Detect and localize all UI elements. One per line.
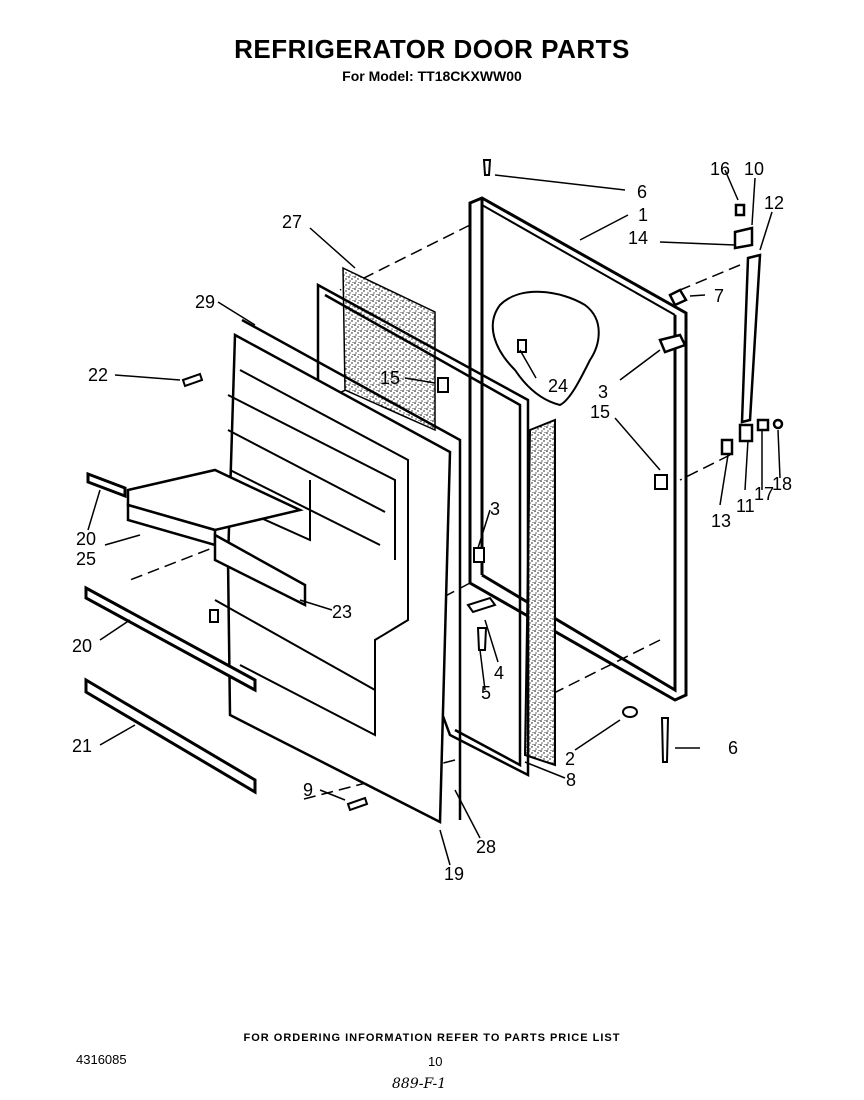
callout-label: 4 <box>494 663 504 683</box>
callout-label: 5 <box>481 683 491 703</box>
callout-label: 29 <box>195 292 215 312</box>
door-bin <box>126 468 304 547</box>
callout-label: 20 <box>72 636 92 656</box>
callout-label: 15 <box>380 368 400 388</box>
insulation-patch <box>491 290 600 407</box>
callout-label: 3 <box>598 382 608 402</box>
document-number: 4316085 <box>76 1052 127 1067</box>
diagram-title: REFRIGERATOR DOOR PARTS <box>234 34 630 64</box>
callout-label: 11 <box>736 496 755 516</box>
callout-label: 13 <box>711 511 731 531</box>
foam-insulation-strip <box>523 418 556 767</box>
liner-shelf-cavity <box>214 369 409 737</box>
handwritten-code: 889-F-1 <box>392 1076 447 1092</box>
callout-leaders <box>87 169 781 866</box>
callout-label: 14 <box>628 228 648 248</box>
callout-label: 21 <box>72 736 92 756</box>
fasteners <box>181 159 670 812</box>
callout-label: 18 <box>772 474 792 494</box>
callout-label: 16 <box>710 159 730 179</box>
door-gasket <box>241 282 530 820</box>
callout-label: 24 <box>548 376 568 396</box>
model-subtitle: For Model: TT18CKXWW00 <box>342 68 522 84</box>
callout-label: 7 <box>714 286 724 306</box>
callout-label: 20 <box>76 529 96 549</box>
page-number: 10 <box>428 1054 443 1069</box>
callout-label: 3 <box>490 499 500 519</box>
callout-label: 2 <box>565 749 575 769</box>
callout-label: 22 <box>88 365 108 385</box>
callout-label: 27 <box>282 212 302 232</box>
ordering-information-note: FOR ORDERING INFORMATION REFER TO PARTS … <box>243 1032 621 1044</box>
callout-label: 6 <box>637 182 647 202</box>
outer-door-panel <box>468 196 688 702</box>
clip-icon <box>517 339 527 353</box>
callout-label: 6 <box>728 738 738 758</box>
callout-label: 9 <box>303 780 313 800</box>
callout-label: 10 <box>744 159 764 179</box>
callout-label: 25 <box>76 549 96 569</box>
callout-label: 28 <box>476 837 496 857</box>
callout-label: 19 <box>444 864 464 884</box>
callout-label: 8 <box>566 770 576 790</box>
callout-label: 12 <box>764 193 784 213</box>
hinge-hardware <box>658 203 784 456</box>
callout-label: 15 <box>590 402 610 422</box>
door-shelf-retainer <box>213 532 307 608</box>
callout-label: 17 <box>754 484 774 504</box>
callout-label: 1 <box>638 205 648 225</box>
shelf-rails <box>84 471 257 795</box>
callout-label: 23 <box>332 602 352 622</box>
